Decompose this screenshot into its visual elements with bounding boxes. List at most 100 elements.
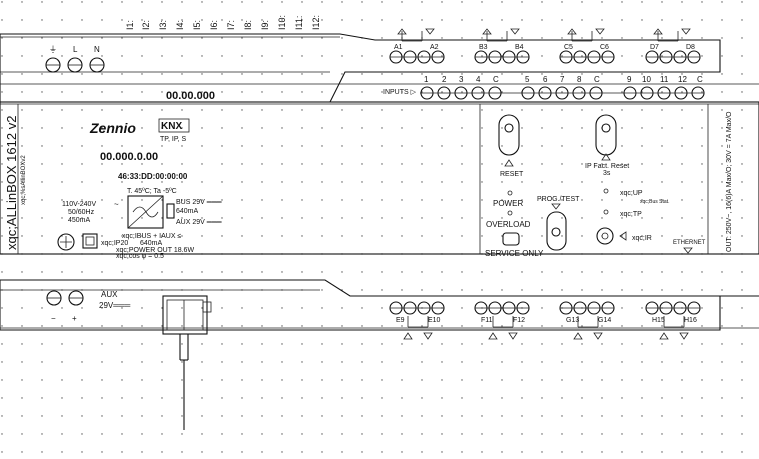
model-name: xqc;ALLinBOX 1612 v2: [4, 116, 19, 250]
factory-reset-label: IP Fact. Reset: [585, 163, 629, 170]
output-group: G13 G14: [559, 301, 615, 340]
ethernet-label: ETHERNET: [673, 240, 706, 246]
supply-current: 450mA: [68, 217, 91, 224]
input-number: 6: [543, 75, 548, 84]
ir-label: xqc;IR: [632, 235, 652, 242]
power-factor: xqc;cos φ = 0.5: [116, 253, 164, 260]
output-label: B3: [479, 44, 488, 51]
live-terminal-label: L: [73, 45, 78, 54]
bus-aux-max: 640mA: [140, 240, 163, 247]
input-label-top: I9:: [260, 20, 270, 30]
status-indicators: POWER OVERLOAD SERVICE ONLY: [485, 190, 544, 258]
power-terminals: ⏚ L N: [45, 45, 105, 73]
input-number: 10: [642, 75, 651, 84]
branding: Zennio KNX TP, IP, S: [89, 118, 190, 143]
input-label-top: I12:: [311, 15, 321, 30]
input-label-top: I11:: [294, 16, 304, 30]
knx-logo: KNX: [161, 121, 182, 132]
service-only-label: SERVICE ONLY: [485, 249, 544, 258]
inputs-label: INPUTS ▷: [383, 89, 417, 96]
output-label: A1: [394, 44, 403, 51]
terminal-screw: [45, 57, 61, 73]
output-label: F12: [513, 317, 525, 324]
factory-reset-button[interactable]: IP Fact. Reset 3s: [585, 114, 629, 177]
inputs-row: INPUTS ▷ 1 2 3 4 C 5 6 7 8 C 9 10 11 12 …: [383, 75, 705, 100]
input-number: 7: [560, 75, 565, 84]
output-rating-text: OUT: 250V~, 16(6)A Max/O; 30V = 7A Max/O: [726, 111, 733, 252]
prog-test-label: PROG./TEST: [537, 196, 580, 203]
up-led-label: xqc;UP: [620, 190, 643, 197]
reset-label: RESET: [500, 171, 524, 178]
output-label: B4: [515, 44, 524, 51]
earth-terminal-label: ⏚: [49, 45, 57, 54]
input-label-top: I7:: [226, 20, 236, 30]
top-output-groups: A1 A2 B3 B4 C5 C6 D7 D8: [389, 28, 701, 64]
bus-voltage: BUS 29V ═══: [176, 199, 222, 206]
temperature-rating: T. 45ºC; Ta -5ºC: [127, 188, 177, 195]
output-label: E9: [396, 317, 405, 324]
ip-rating: xqc;IP20: [101, 240, 128, 247]
input-label-top: I2:: [141, 20, 151, 30]
network-status: xqc;UP xqc;Bus Stat. xqc;TP xqc;IR ETHER…: [596, 188, 706, 254]
ir-receiver-icon: [596, 227, 614, 245]
input-number: 1: [424, 75, 429, 84]
terminal-screw: [46, 290, 62, 306]
input-label-top: I10:: [277, 15, 287, 30]
supply-block: 110V-240V 50/60Hz 450mA ~ T. 45ºC; Ta -5…: [62, 188, 222, 260]
terminal-screw: [68, 290, 84, 306]
aux-terminals: − + AUX 29V═══: [46, 290, 131, 323]
output-group: B3 B4: [474, 28, 530, 64]
device-body: [0, 33, 759, 331]
bus-status-label: xqc;Bus Stat.: [640, 199, 669, 205]
input-number: 8: [577, 75, 582, 84]
input-label-list: I1: I2: I3: I4: I5: I6: I7: I8: I9: I10:…: [125, 15, 321, 30]
supply-frequency: 50/60Hz: [68, 209, 95, 216]
input-number: 12: [678, 75, 687, 84]
mac-address: 46:33:DD:00:00:00: [118, 172, 188, 181]
knx-subtitle: TP, IP, S: [160, 136, 187, 143]
overload-led: [507, 210, 513, 216]
input-number: 2: [442, 75, 447, 84]
aux-label: AUX: [101, 290, 118, 299]
double-insulation-icon: [82, 233, 98, 249]
ethernet-port: [162, 295, 212, 430]
input-label-top: I4:: [175, 20, 185, 30]
power-led: [507, 190, 513, 196]
factory-reset-time: 3s: [603, 170, 611, 177]
input-number: 4: [476, 75, 481, 84]
power-label: POWER: [493, 199, 523, 208]
input-number-list: 1 2 3 4 C 5 6 7 8 C 9 10 11 12 C: [424, 75, 703, 84]
ac-symbol: ~: [114, 200, 119, 209]
input-number: 9: [627, 75, 632, 84]
input-number: C: [697, 75, 703, 84]
aux-voltage: AUX 29V ═══: [176, 219, 222, 226]
overload-label: OVERLOAD: [486, 220, 531, 229]
aux-voltage-label: 29V═══: [99, 301, 131, 310]
service-port: [502, 232, 520, 246]
tp-led-label: xqc;TP: [620, 211, 642, 218]
neutral-terminal-label: N: [94, 45, 100, 54]
output-label: G13: [566, 317, 579, 324]
reset-button[interactable]: RESET: [498, 114, 524, 178]
device-address-top: 00.00.000: [166, 90, 215, 102]
output-group: H15 H16: [645, 301, 701, 340]
input-number: 11: [660, 75, 669, 84]
output-label: E10: [428, 317, 441, 324]
aux-plus-label: +: [72, 314, 77, 323]
output-label: D8: [686, 44, 695, 51]
output-label: H15: [652, 317, 665, 324]
output-label: A2: [430, 44, 439, 51]
output-group: A1 A2: [389, 28, 445, 64]
output-group: F11 F12: [474, 301, 530, 340]
output-group: D7 D8: [645, 28, 701, 64]
input-label-top: I6:: [209, 20, 219, 30]
model-subtitle: xqc;%sAllinBOXv2: [21, 155, 27, 205]
input-label-top: I3:: [158, 20, 168, 30]
prog-test-button[interactable]: PROG./TEST: [537, 196, 580, 251]
output-group: C5 C6: [559, 28, 615, 64]
bottom-output-groups: E9 E10 F11 F12 G13 G14 H15 H16: [389, 301, 701, 340]
brand-logo: Zennio: [89, 120, 136, 136]
input-number: 3: [459, 75, 464, 84]
bus-aux-current: xqc;IBUS + IAUX ≤: [122, 233, 181, 240]
